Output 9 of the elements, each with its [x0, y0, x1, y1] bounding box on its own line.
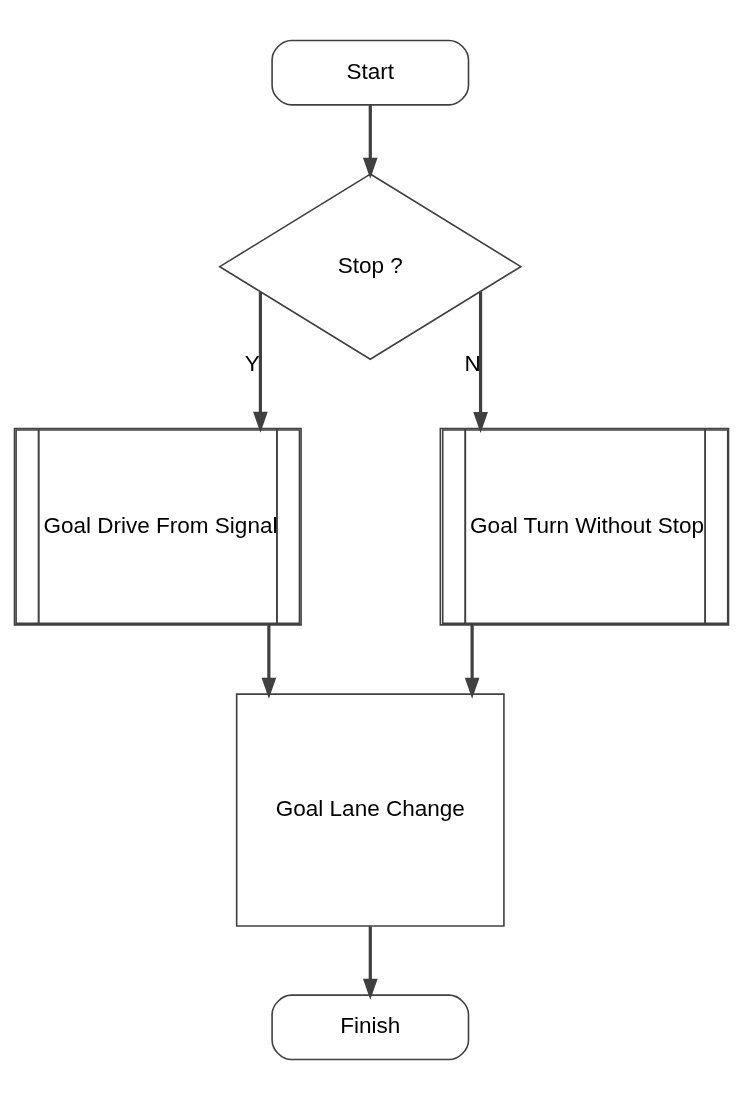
node-box: Start [271, 39, 470, 106]
arrow [464, 624, 480, 699]
arrow [362, 926, 378, 1000]
arrow [362, 105, 378, 179]
arrow [253, 292, 268, 433]
node-box: Goal Lane Change [235, 693, 505, 927]
arrow [473, 291, 488, 434]
node-box: Finish [271, 994, 470, 1061]
arrow [261, 624, 277, 699]
